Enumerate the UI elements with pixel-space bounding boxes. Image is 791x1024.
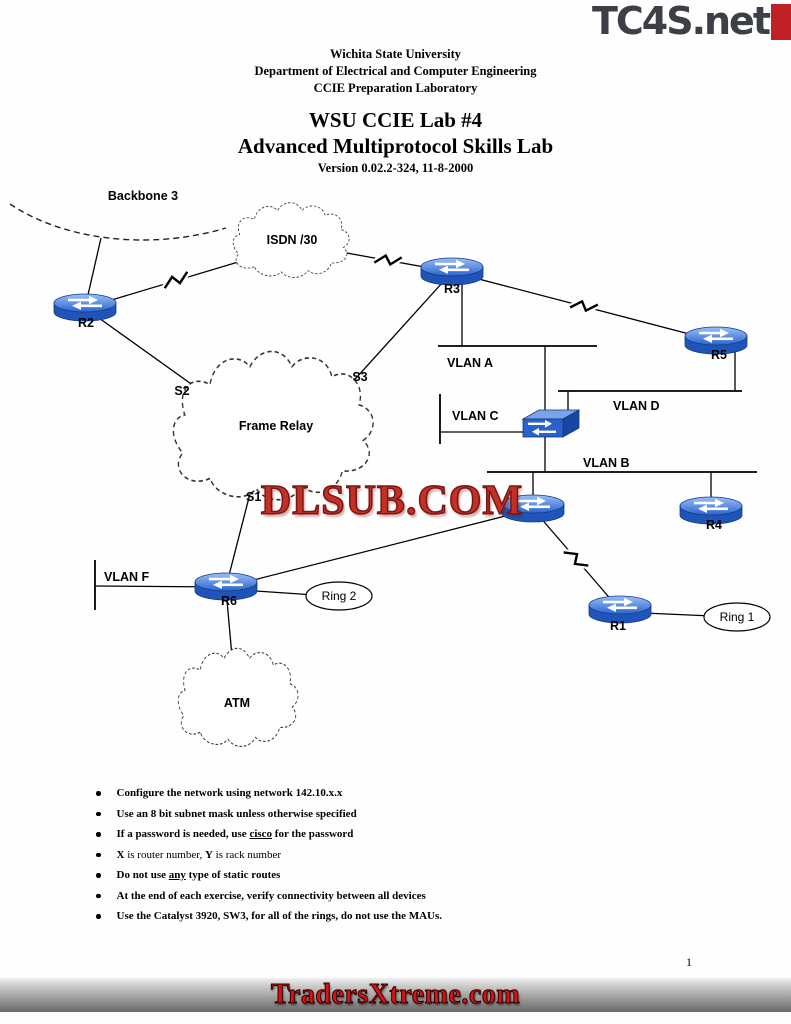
ring-1 bbox=[703, 602, 771, 632]
instruction-text: Use the Catalyst 3920, SW3, for all of t… bbox=[116, 910, 443, 922]
instruction-text: At the end of each exercise, verify conn… bbox=[116, 889, 426, 902]
link-r6-frame-relay bbox=[225, 477, 255, 588]
label-vlan-b: VLAN B bbox=[583, 456, 630, 470]
instruction-text: X is router number, Y is rack number bbox=[116, 848, 282, 861]
footer-banner: TradersXtreme.com bbox=[0, 978, 791, 1012]
bullet-dot-icon bbox=[96, 893, 101, 898]
ring-2 bbox=[305, 581, 373, 611]
label-s1: S1 bbox=[246, 490, 261, 504]
label-r4: R4 bbox=[706, 518, 722, 532]
lightning-bolt-icon bbox=[162, 272, 190, 288]
diagram-links bbox=[9, 203, 757, 669]
link-r2-frame-relay bbox=[84, 307, 209, 397]
bullet-dot-icon bbox=[96, 811, 101, 816]
label-backbone-3: Backbone 3 bbox=[108, 189, 178, 203]
lightning-bolt-icon bbox=[564, 546, 589, 572]
label-isdn-cloud: ISDN /30 bbox=[267, 233, 318, 247]
label-s2: S2 bbox=[174, 384, 189, 398]
diagram-labels: Backbone 3 ISDN /30 Frame Relay ATM S2 S… bbox=[78, 189, 755, 710]
lab-subtitle: Advanced Multiprotocol Skills Lab bbox=[237, 134, 554, 158]
link-r6-router bbox=[225, 508, 534, 588]
label-s3: S3 bbox=[352, 370, 367, 384]
document-header: Wichita State University Department of E… bbox=[0, 46, 791, 177]
instruction-item: Use an 8 bit subnet mask unless otherwis… bbox=[96, 808, 736, 821]
label-vlan-a: VLAN A bbox=[447, 356, 493, 370]
instruction-item: At the end of each exercise, verify conn… bbox=[96, 890, 736, 903]
label-r1: R1 bbox=[610, 619, 626, 633]
diagram-devices bbox=[53, 257, 748, 624]
bullet-dot-icon bbox=[96, 914, 101, 919]
link-r3-frame-relay bbox=[337, 271, 453, 399]
instruction-item: Configure the network using network 142.… bbox=[96, 787, 736, 800]
instruction-text: Use an 8 bit subnet mask unless otherwis… bbox=[116, 807, 357, 820]
label-r2: R2 bbox=[78, 316, 94, 330]
instruction-text: Configure the network using network 142.… bbox=[116, 787, 343, 799]
diagram-clouds bbox=[172, 202, 374, 747]
backbone-arc bbox=[9, 203, 227, 241]
instruction-text: If a password is needed, use cisco for t… bbox=[116, 828, 354, 840]
dlsub-watermark: DLSUB.COM bbox=[260, 477, 524, 525]
lab-title: WSU CCIE Lab #4 bbox=[308, 108, 483, 132]
version-line: Version 0.02.2-324, 11-8-2000 bbox=[317, 161, 474, 175]
instruction-item: Use the Catalyst 3920, SW3, for all of t… bbox=[96, 910, 736, 923]
instruction-item: X is router number, Y is rack number bbox=[96, 849, 736, 862]
label-frame-relay-cloud: Frame Relay bbox=[239, 419, 313, 433]
bullet-dot-icon bbox=[96, 873, 101, 878]
org-lab: CCIE Preparation Laboratory bbox=[313, 81, 478, 95]
label-r5: R5 bbox=[711, 348, 727, 362]
lightning-bolt-icon bbox=[570, 298, 598, 314]
tc4s-logo: TC4S.net bbox=[561, 0, 791, 48]
label-ring-2: Ring 2 bbox=[322, 589, 357, 603]
instruction-item: Do not use any type of static routes bbox=[96, 869, 736, 882]
bullet-dot-icon bbox=[96, 852, 101, 857]
footer-banner-text: TradersXtreme.com bbox=[270, 979, 521, 1011]
label-vlan-f: VLAN F bbox=[104, 570, 150, 584]
label-ring-1: Ring 1 bbox=[720, 610, 755, 624]
label-r3: R3 bbox=[444, 282, 460, 296]
bullet-dot-icon bbox=[96, 791, 101, 796]
tc4s-logo-text: TC4S.net bbox=[591, 0, 771, 43]
instruction-item: If a password is needed, use cisco for t… bbox=[96, 828, 736, 841]
switch-icon bbox=[522, 409, 580, 438]
lightning-bolt-icon bbox=[374, 253, 401, 267]
router-r3-icon bbox=[420, 257, 484, 286]
tc4s-logo-red-mark-icon bbox=[771, 4, 791, 40]
label-vlan-c: VLAN C bbox=[452, 409, 499, 423]
label-r6: R6 bbox=[221, 594, 237, 608]
page-number: 1 bbox=[686, 955, 692, 969]
label-atm-cloud: ATM bbox=[224, 696, 250, 710]
instruction-text: Do not use any type of static routes bbox=[116, 869, 281, 881]
instructions-list: Configure the network using network 142.… bbox=[96, 787, 736, 931]
org-department: Department of Electrical and Computer En… bbox=[254, 64, 537, 78]
bullet-dot-icon bbox=[96, 832, 101, 837]
org-name: Wichita State University bbox=[329, 47, 461, 61]
label-vlan-d: VLAN D bbox=[613, 399, 660, 413]
